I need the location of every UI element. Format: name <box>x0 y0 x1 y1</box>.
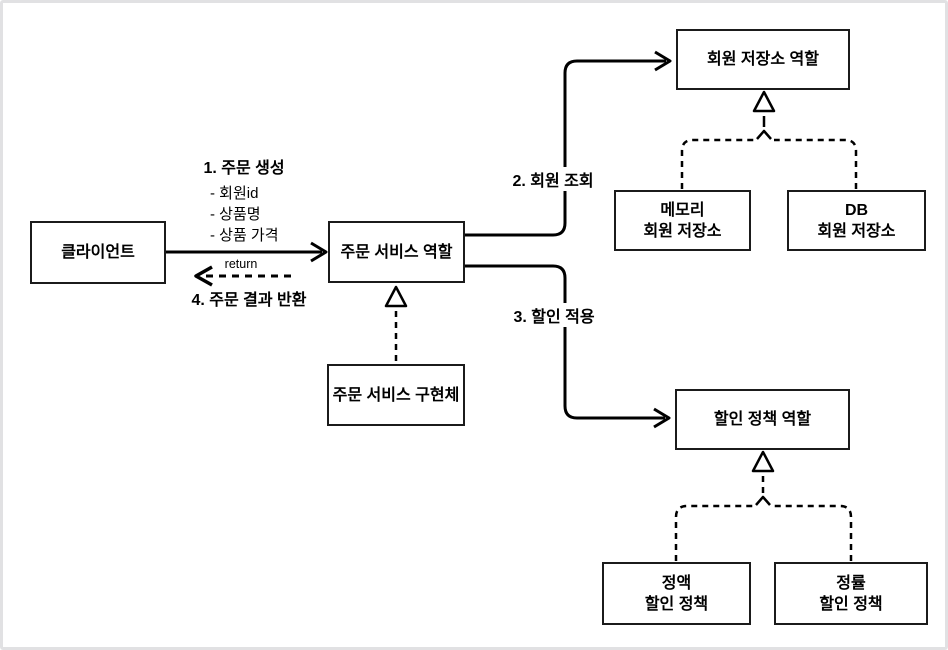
step2-label: 2. 회원 조회 <box>508 167 598 191</box>
order-service-role-label: 주문 서비스 역할 <box>340 243 453 261</box>
memory-member-repository-box: 메모리 회원 저장소 <box>614 190 751 251</box>
db-member-repository-line1: DB <box>844 201 869 219</box>
client-box: 클라이언트 <box>30 221 166 284</box>
step3-label: 3. 할인 적용 <box>509 303 599 327</box>
realization-member-repos <box>680 90 858 189</box>
step1-item-member-id: - 회원id <box>210 185 259 202</box>
rate-discount-policy-line2: 할인 정책 <box>819 595 883 613</box>
memory-member-repository-line2: 회원 저장소 <box>643 222 722 240</box>
arrow-order-return <box>194 265 291 287</box>
step1-label: 1. 주문 생성 <box>203 160 285 177</box>
arrow-discount-apply <box>465 264 671 429</box>
order-service-impl-label: 주문 서비스 구현체 <box>332 386 460 404</box>
step1-item-product-price: - 상품 가격 <box>210 227 279 244</box>
member-repository-role-box: 회원 저장소 역할 <box>676 29 850 90</box>
db-member-repository-line2: 회원 저장소 <box>817 222 896 240</box>
db-member-repository-box: DB 회원 저장소 <box>787 190 926 251</box>
step4-label: 4. 주문 결과 반환 <box>191 292 307 309</box>
fixed-discount-policy-line1: 정액 <box>661 574 692 592</box>
rate-discount-policy-line1: 정률 <box>836 574 866 592</box>
step1-item-product-name: - 상품명 <box>210 206 261 223</box>
realization-order-impl <box>384 285 408 361</box>
member-repository-role-label: 회원 저장소 역할 <box>707 51 819 68</box>
discount-policy-role-label: 할인 정책 역할 <box>713 411 812 428</box>
arrow-member-lookup <box>465 50 672 237</box>
fixed-discount-policy-box: 정액 할인 정책 <box>602 562 751 625</box>
fixed-discount-policy-line2: 할인 정책 <box>644 595 709 613</box>
memory-member-repository-line1: 메모리 <box>660 201 705 219</box>
client-box-label: 클라이언트 <box>61 244 135 261</box>
order-service-impl-box: 주문 서비스 구현체 <box>327 364 465 426</box>
order-service-role-box: 주문 서비스 역할 <box>328 221 465 283</box>
realization-discount-policies <box>674 450 853 561</box>
rate-discount-policy-box: 정률 할인 정책 <box>774 562 928 625</box>
arrow-order-create <box>166 241 328 263</box>
return-label: return <box>224 257 258 271</box>
discount-policy-role-box: 할인 정책 역할 <box>675 389 850 450</box>
connector-layer <box>166 50 858 561</box>
